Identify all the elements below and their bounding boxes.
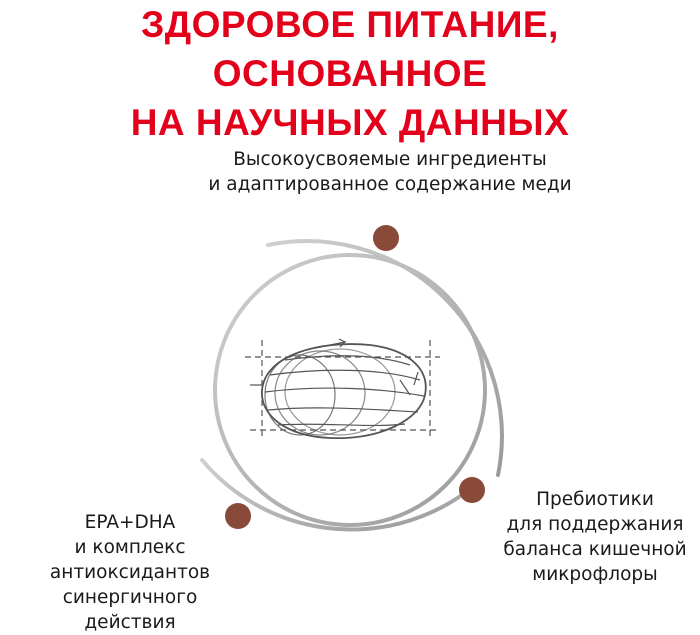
brown-dot-icon-top xyxy=(373,225,399,251)
benefit-line: Пребиотики xyxy=(536,489,654,510)
kibble-sketch-icon xyxy=(245,338,440,440)
benefit-label-digestibility: Высокоусвояемые ингредиенты и адаптирова… xyxy=(150,147,630,197)
page-title-line-1: ЗДОРОВОЕ ПИТАНИЕ, ОСНОВАННОЕ xyxy=(141,4,559,94)
page-title-line-2: НА НАУЧНЫХ ДАННЫХ xyxy=(130,102,570,143)
benefit-line: Высокоусвояемые ингредиенты xyxy=(233,149,547,170)
inner-ring xyxy=(213,253,487,527)
benefit-line: для поддержания xyxy=(506,514,684,535)
benefit-label-prebiotics: Пребиотики для поддержания баланса кишеч… xyxy=(495,487,695,587)
outer-arc-bottom-left xyxy=(200,458,464,532)
benefit-line: синергичного xyxy=(62,587,198,608)
benefit-line: антиоксидантов xyxy=(49,562,211,583)
page-title: ЗДОРОВОЕ ПИТАНИЕ, ОСНОВАННОЕ НА НАУЧНЫХ … xyxy=(0,0,700,147)
brown-dot-icon-left xyxy=(225,503,251,529)
brown-dot-icon-right xyxy=(459,477,485,503)
benefit-line: микрофлоры xyxy=(532,564,658,585)
benefit-line: и адаптированное содержание меди xyxy=(208,174,572,195)
benefit-label-epa-dha: EPA+DHA и комплекс антиоксидантов синерг… xyxy=(30,510,230,635)
benefit-line: действия xyxy=(84,612,176,633)
outer-arc-top-right xyxy=(266,239,504,477)
benefit-line: и комплекс xyxy=(74,537,186,558)
benefit-line: баланса кишечной xyxy=(503,539,687,560)
benefit-line: EPA+DHA xyxy=(84,512,176,533)
